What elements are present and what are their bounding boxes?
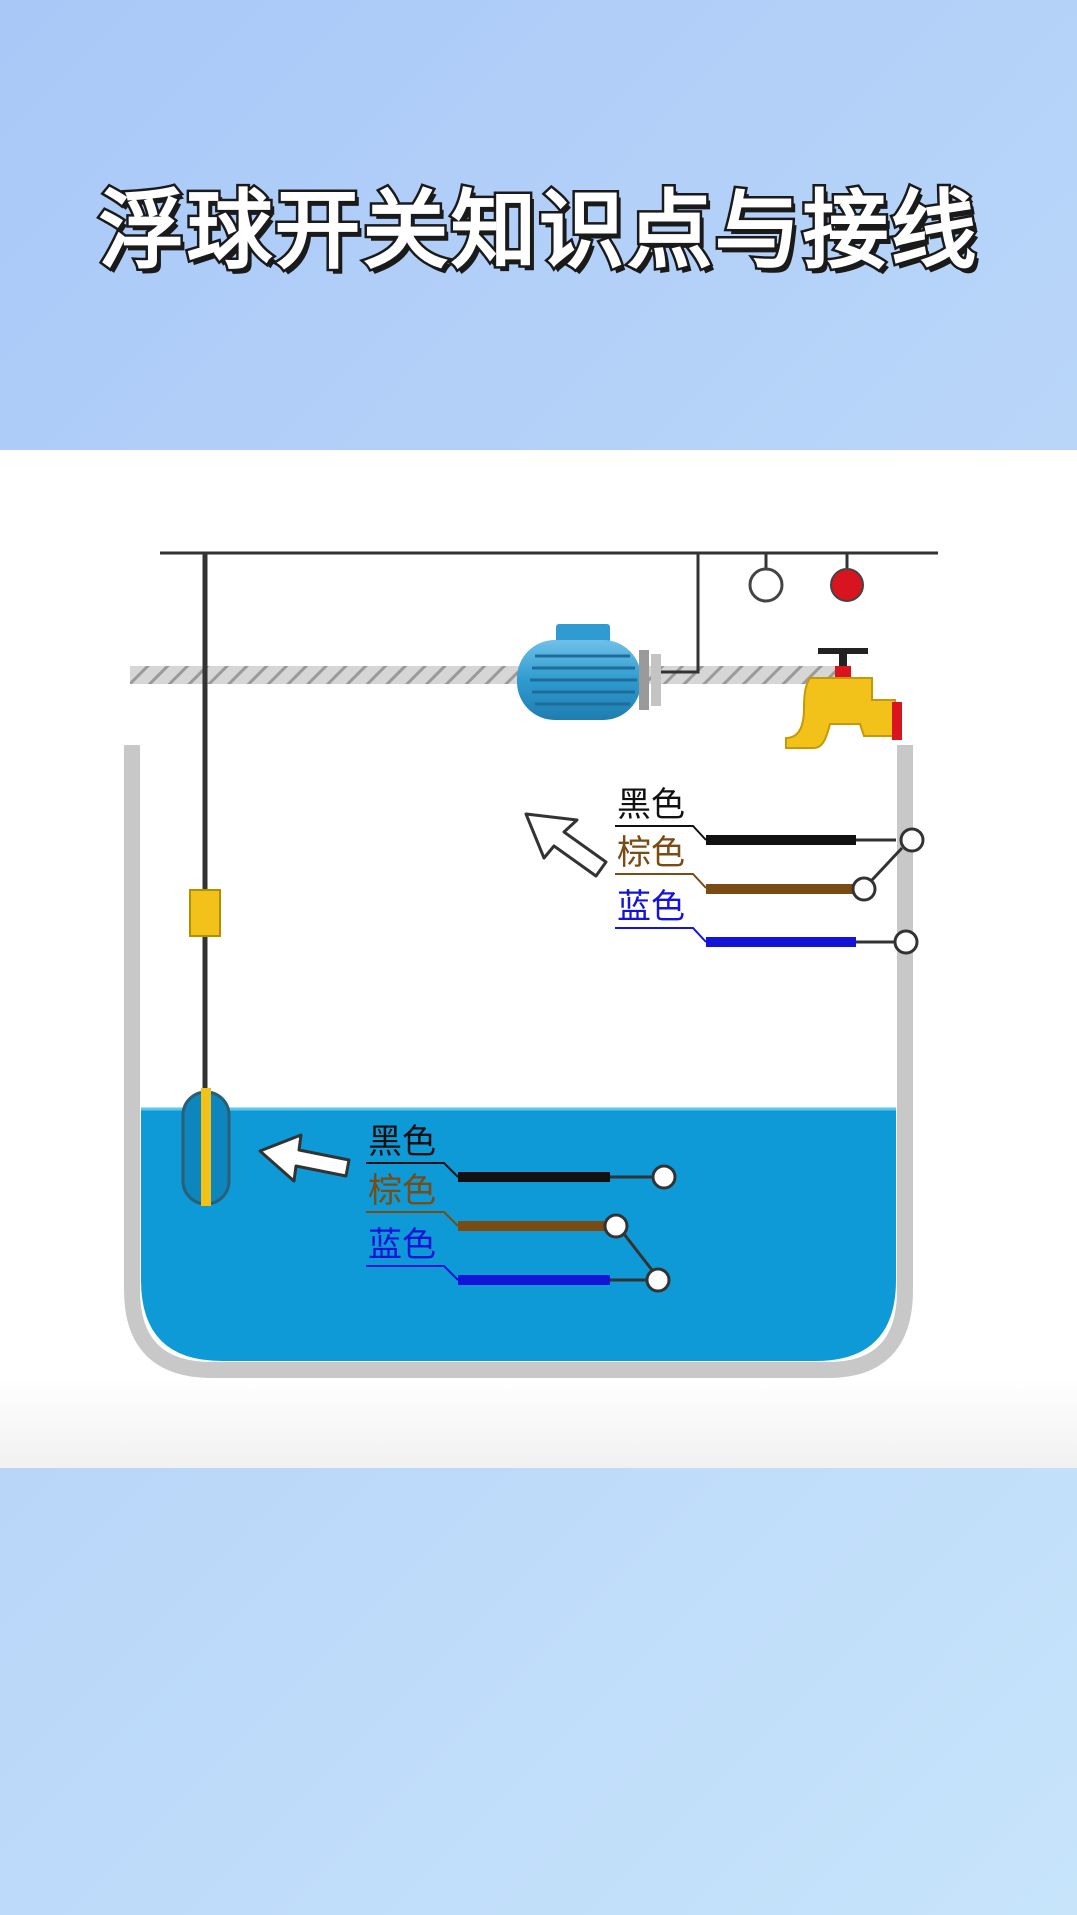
lower-cable-brown	[458, 1221, 610, 1231]
lower-terminal-black	[651, 1164, 677, 1190]
lower-leader-brown	[366, 1211, 459, 1227]
lower-label-brown: 棕色	[368, 1171, 436, 1211]
indicator-lamp-red	[830, 568, 864, 602]
panel-bottom-fade	[0, 1378, 1077, 1468]
upper-terminal-blue	[893, 929, 919, 955]
upper-leader-blue	[615, 927, 707, 943]
upper-leader-black	[615, 825, 707, 841]
lower-terminal-blue	[645, 1267, 671, 1293]
upper-terminal-brown	[851, 876, 877, 902]
lower-leader-black	[366, 1162, 459, 1178]
lower-leader-blue	[366, 1265, 459, 1281]
lower-label-black: 黑色	[368, 1122, 436, 1162]
lower-cable-blue	[458, 1275, 610, 1285]
ground-hatch	[130, 666, 840, 684]
lower-terminal-brown	[603, 1213, 629, 1239]
lower-switch-contact	[622, 1233, 654, 1271]
upper-switch-contact	[870, 846, 904, 882]
float-stopper	[189, 889, 221, 937]
upper-cable-blue	[706, 937, 856, 947]
float-ball	[181, 1088, 231, 1206]
motor-icon	[517, 624, 661, 720]
motor-feed-line	[660, 553, 700, 674]
indicator-lamp-white	[748, 567, 784, 603]
arrow-upper-icon	[524, 812, 608, 878]
water	[141, 1109, 896, 1361]
upper-label-brown: 棕色	[617, 833, 685, 873]
upper-leader-brown	[615, 873, 707, 889]
lower-cable-black	[458, 1172, 610, 1182]
arrow-lower-icon	[258, 1133, 351, 1183]
page-title: 浮球开关知识点与接线	[96, 179, 979, 284]
tank-wall	[124, 745, 913, 1378]
faucet-icon	[785, 648, 902, 749]
upper-label-black: 黑色	[617, 785, 685, 825]
upper-cable-brown	[706, 884, 856, 894]
upper-terminal-black	[899, 827, 925, 853]
lower-label-blue: 蓝色	[368, 1225, 436, 1265]
upper-label-blue: 蓝色	[617, 887, 685, 927]
upper-cable-black	[706, 835, 856, 845]
